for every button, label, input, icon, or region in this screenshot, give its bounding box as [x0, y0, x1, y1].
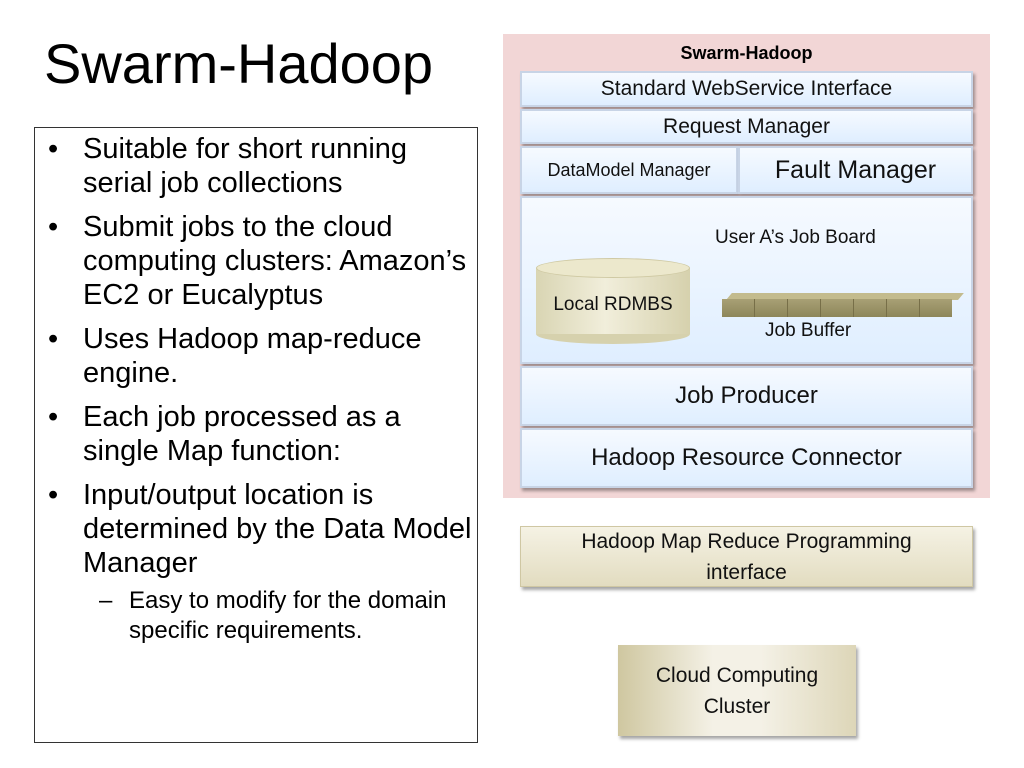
job-buffer-slot: [887, 299, 920, 317]
cloud-label-line1: Cloud Computing: [655, 663, 819, 687]
job-buffer-slot: [854, 299, 887, 317]
job-buffer-slot: [755, 299, 788, 317]
page-title: Swarm-Hadoop: [44, 32, 434, 95]
job-buffer-front: [722, 299, 952, 317]
job-buffer-icon: [722, 293, 964, 317]
job-buffer-slot: [821, 299, 854, 317]
job-buffer-slot: [920, 299, 952, 317]
job-producer-box: Job Producer: [520, 366, 973, 426]
mapreduce-label-line2: interface: [706, 560, 787, 584]
datamodel-manager-box: DataModel Manager: [520, 146, 738, 194]
sub-bullet-item: Easy to modify for the domain specific r…: [83, 586, 477, 646]
fault-manager-box: Fault Manager: [738, 146, 973, 194]
job-buffer-slot: [788, 299, 821, 317]
diagram-title: Swarm-Hadoop: [680, 43, 813, 63]
cloud-label-line2: Cluster: [703, 694, 771, 718]
request-manager-box: Request Manager: [520, 109, 973, 144]
standard-webservice-interface-box: Standard WebService Interface: [520, 71, 973, 107]
bullet-text: Input/output location is determined by t…: [83, 479, 472, 579]
cylinder-body: [536, 268, 690, 334]
job-board-label: User A’s Job Board: [715, 227, 876, 248]
bullet-item: Suitable for short running serial job co…: [35, 132, 477, 200]
job-buffer-slot: [722, 299, 755, 317]
bullet-item: Input/output location is determined by t…: [35, 478, 477, 646]
hadoop-resource-connector-box: Hadoop Resource Connector: [520, 428, 973, 488]
mapreduce-label-line1: Hadoop Map Reduce Programming: [581, 529, 912, 553]
local-rdbms-label: Local RDMBS: [553, 294, 673, 315]
cloud-computing-cluster-box: Cloud Computing Cluster: [618, 645, 856, 736]
bullet-item: Each job processed as a single Map funct…: [35, 400, 477, 468]
job-buffer-label: Job Buffer: [765, 320, 852, 341]
sub-bullet-list: Easy to modify for the domain specific r…: [83, 586, 477, 646]
bullet-list-box: Suitable for short running serial job co…: [34, 127, 478, 743]
database-cylinder-icon: Local RDMBS: [536, 258, 690, 344]
bullet-item: Submit jobs to the cloud computing clust…: [35, 210, 477, 312]
cylinder-top: [536, 258, 690, 278]
bullet-list: Suitable for short running serial job co…: [35, 128, 477, 646]
hadoop-mapreduce-interface-box: Hadoop Map Reduce Programming interface: [520, 526, 973, 587]
bullet-item: Uses Hadoop map-reduce engine.: [35, 322, 477, 390]
